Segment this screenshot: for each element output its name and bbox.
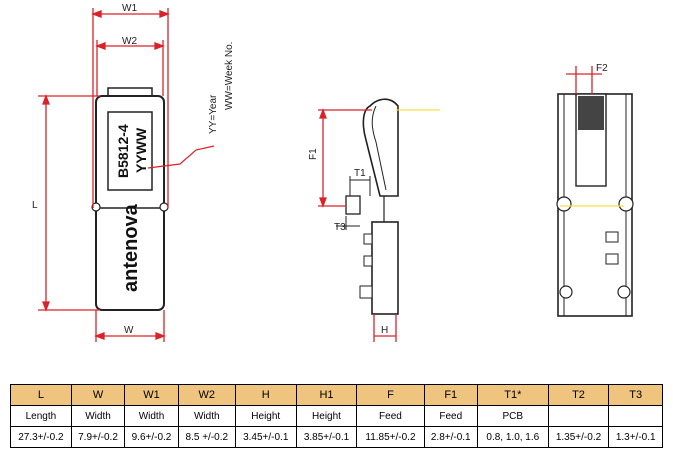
side-view-pin-2 [363,255,373,267]
description-cell: Width [124,405,179,427]
table-description-row: Length Width Width Width Height Height F… [10,405,663,427]
date-code-text: YYWW [133,127,149,173]
table-header-row: L W W1 W2 H H1 F F1 T1* T2 T3 [10,384,663,406]
header-cell: L [10,384,72,406]
description-cell: Feed [356,405,425,427]
brand-logo-text: antenova [120,203,142,292]
description-cell: PCB [476,405,549,427]
value-cell: 8.5 +/-0.2 [177,426,236,448]
side-view-upper-body [362,98,399,197]
header-cell: F [356,384,425,406]
end-view-foot-right [617,285,631,299]
label-window [107,111,153,191]
side-view-lower-body [371,221,399,315]
table-value-row: 27.3+/-0.2 7.9+/-0.2 9.6+/-0.2 8.5 +/-0.… [10,426,663,448]
value-cell: 0.8, 1.0, 1.6 [476,426,549,448]
description-cell [547,405,610,427]
dimension-f1-label: F1 [308,148,319,160]
dimension-l [38,94,100,312]
side-view-pin-1 [363,233,373,245]
description-cell: Width [70,405,126,427]
header-cell: T3 [608,384,663,406]
dimension-t3 [336,216,360,230]
value-cell: 1.3+/-0.1 [608,426,663,448]
side-view-pin-3 [359,285,373,299]
value-cell: 27.3+/-0.2 [10,426,72,448]
value-cell: 11.85+/-0.2 [356,426,425,448]
header-cell: T2 [547,384,610,406]
dimension-w1-label: W1 [122,3,137,14]
description-cell: Height [295,405,358,427]
dimension-h [373,314,397,342]
side-view-feed-clip [345,195,361,215]
dimension-t1-label: T1 [354,168,366,179]
header-cell: H1 [295,384,358,406]
description-cell: Length [10,405,72,427]
dimension-h-label: H [381,325,388,336]
header-cell: F1 [423,384,478,406]
note-leader [147,145,215,169]
value-cell: 7.9+/-0.2 [70,426,126,448]
end-view-foot-left [559,285,573,299]
description-cell: Feed [423,405,478,427]
note-year: YY=Year [208,94,219,134]
hinge-pin-right [159,202,169,212]
header-cell: W [70,384,126,406]
front-view: B5812-4 YYWW antenova W1 W2 [32,3,235,342]
header-cell: W2 [177,384,236,406]
description-cell: Height [234,405,297,427]
dimension-t3-label: T3 [334,222,346,233]
side-view-flex-contour [371,105,387,191]
dimension-w [94,310,166,342]
end-view-clip-left [556,196,572,212]
end-view: F2 [556,63,634,317]
header-cell: H [234,384,297,406]
value-cell: 1.35+/-0.2 [547,426,610,448]
dimension-f2 [566,66,602,94]
description-cell [608,405,663,427]
end-view-clip-right [618,196,634,212]
end-view-pin-1 [605,231,619,243]
description-cell: Width [177,405,236,427]
dimension-f2-label: F2 [596,63,608,74]
antenna-mechanical-drawing: B5812-4 YYWW antenova W1 W2 [32,3,634,342]
dimension-w-label: W [124,325,134,336]
dimension-l-label: L [32,200,38,211]
dimension-f1 [318,108,372,208]
value-cell: 9.6+/-0.2 [124,426,179,448]
header-cell: W1 [124,384,179,406]
end-view-feed-block-shade [578,96,604,130]
specification-table: L W W1 W2 H H1 F F1 T1* T2 T3 Length Wid… [10,384,663,448]
dimension-w2 [95,40,165,96]
end-view-pin-2 [605,253,619,265]
part-number-text: B5812-4 [115,124,131,178]
value-cell: 2.8+/-0.1 [423,426,478,448]
dimension-w1 [91,8,170,208]
value-cell: 3.45+/-0.1 [234,426,297,448]
side-view: F1 T1 T3 H [308,98,440,342]
hinge-pin-left [91,202,101,212]
header-cell: T1* [476,384,549,406]
dimension-w2-label: W2 [122,36,137,47]
note-week: WW=Week No. [224,42,235,110]
front-view-top-tab [107,87,153,96]
value-cell: 3.85+/-0.1 [295,426,358,448]
dimension-t1 [349,176,371,196]
